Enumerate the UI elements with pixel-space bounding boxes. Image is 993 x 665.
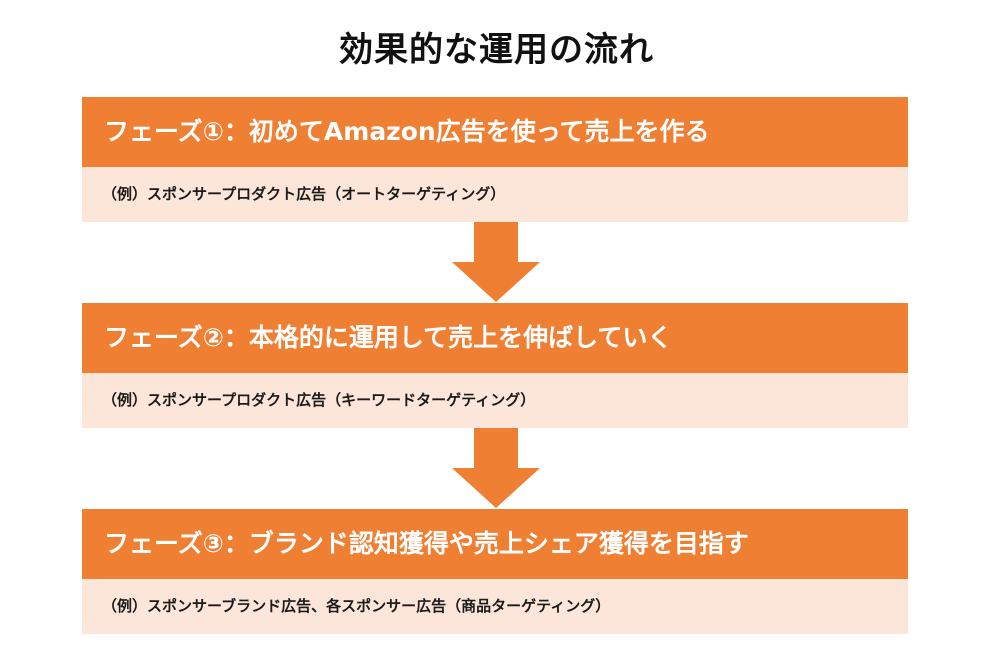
phase-1-heading: フェーズ①：初めてAmazon広告を使って売上を作る <box>82 97 908 167</box>
phase-1-box: フェーズ①：初めてAmazon広告を使って売上を作る （例）スポンサープロダクト… <box>82 97 908 222</box>
down-arrow-icon <box>452 222 540 302</box>
phase-3-heading: フェーズ③：ブランド認知獲得や売上シェア獲得を目指す <box>82 509 908 579</box>
down-arrow-2 <box>452 428 540 508</box>
page-title: 効果的な運用の流れ <box>339 30 654 70</box>
phase-1-example: （例）スポンサープロダクト広告（オートターゲティング） <box>82 167 908 222</box>
down-arrow-icon <box>452 428 540 508</box>
down-arrow-1 <box>452 222 540 302</box>
phase-2-example: （例）スポンサープロダクト広告（キーワードターゲティング） <box>82 373 908 428</box>
phase-2-heading: フェーズ②：本格的に運用して売上を伸ばしていく <box>82 303 908 373</box>
phase-3-example: （例）スポンサーブランド広告、各スポンサー広告（商品ターゲティング） <box>82 579 908 634</box>
phase-2-box: フェーズ②：本格的に運用して売上を伸ばしていく （例）スポンサープロダクト広告（… <box>82 303 908 428</box>
phase-3-box: フェーズ③：ブランド認知獲得や売上シェア獲得を目指す （例）スポンサーブランド広… <box>82 509 908 634</box>
